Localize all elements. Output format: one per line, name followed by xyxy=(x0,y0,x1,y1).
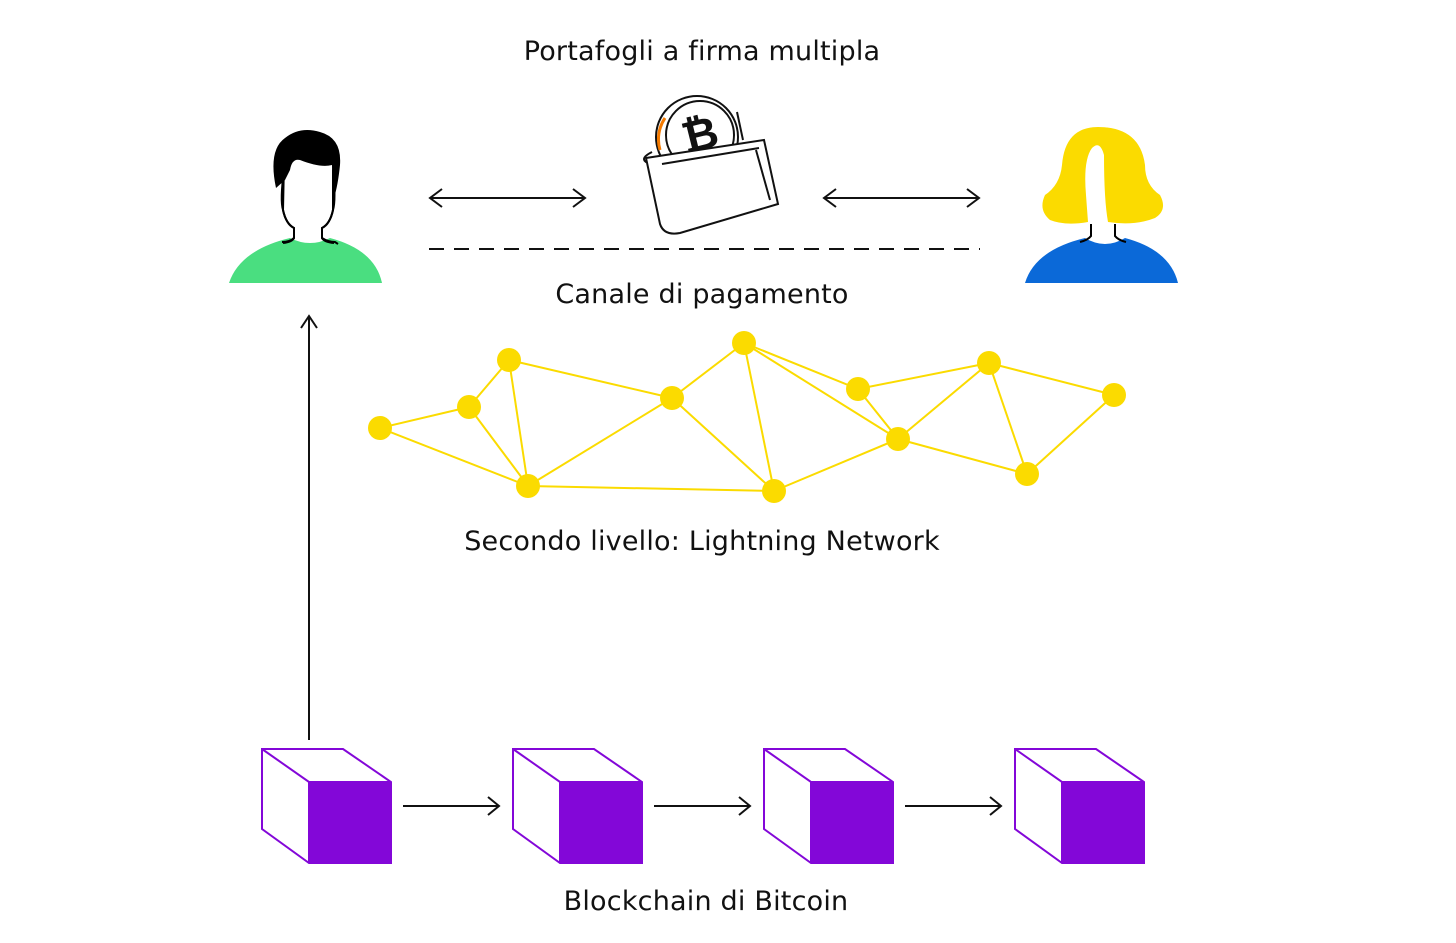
network-edge xyxy=(988,362,1028,475)
network-node xyxy=(497,348,521,372)
blockchain-label: Blockchain di Bitcoin xyxy=(563,886,849,917)
blockchain-block xyxy=(1014,748,1145,864)
network-node xyxy=(886,427,910,451)
user-female-hair xyxy=(1042,127,1164,224)
user-male-shirt xyxy=(229,238,382,283)
chain-arrow xyxy=(403,796,501,816)
second-layer-label: Secondo livello: Lightning Network xyxy=(464,526,940,557)
network-edge xyxy=(988,362,1115,396)
bitcoin-wallet-icon: ₿ xyxy=(643,95,780,235)
block-front-face xyxy=(811,782,893,863)
network-edge xyxy=(743,342,859,390)
blockchain-block xyxy=(763,748,894,864)
network-edge xyxy=(1026,394,1115,475)
network-node xyxy=(977,351,1001,375)
network-node xyxy=(846,377,870,401)
network-node xyxy=(660,386,684,410)
vertical-arrow-up xyxy=(300,314,318,740)
network-edge xyxy=(897,438,1028,475)
chain-arrow xyxy=(654,796,752,816)
network-edge xyxy=(527,485,775,492)
lightning-network-graph xyxy=(368,331,1126,503)
network-node xyxy=(1015,462,1039,486)
network-edge xyxy=(527,397,673,487)
network-edge xyxy=(468,406,529,487)
blockchain-block xyxy=(261,748,392,864)
double-arrow-right xyxy=(822,188,981,208)
user-female-avatar xyxy=(1025,127,1178,283)
bitcoin-coin-icon: ₿ xyxy=(655,95,739,155)
blockchain-block xyxy=(512,748,643,864)
network-node xyxy=(1102,383,1126,407)
network-edge xyxy=(379,406,470,429)
network-edge xyxy=(508,359,673,399)
network-edge xyxy=(773,438,899,492)
chain-arrow xyxy=(905,796,1003,816)
block-front-face xyxy=(309,782,391,863)
double-arrow-left xyxy=(428,188,587,208)
payment-channel-label: Canale di pagamento xyxy=(555,279,849,310)
block-front-face xyxy=(1062,782,1144,863)
network-node xyxy=(457,395,481,419)
network-node xyxy=(732,331,756,355)
user-male-hair xyxy=(273,130,341,198)
network-edge xyxy=(671,397,775,492)
block-front-face xyxy=(560,782,642,863)
network-node xyxy=(762,479,786,503)
network-edge xyxy=(857,362,990,390)
user-male-avatar xyxy=(229,130,382,283)
bitcoin-blockchain xyxy=(261,748,1145,864)
network-edge xyxy=(743,342,775,492)
user-female-shirt xyxy=(1025,238,1178,283)
network-edge xyxy=(743,342,899,440)
network-edge xyxy=(897,362,990,440)
multisig-wallet-label: Portafogli a firma multipla xyxy=(523,36,881,67)
network-edge xyxy=(379,427,529,487)
network-edge xyxy=(671,342,745,399)
network-node xyxy=(368,416,392,440)
network-edge xyxy=(508,359,529,487)
network-node xyxy=(516,474,540,498)
